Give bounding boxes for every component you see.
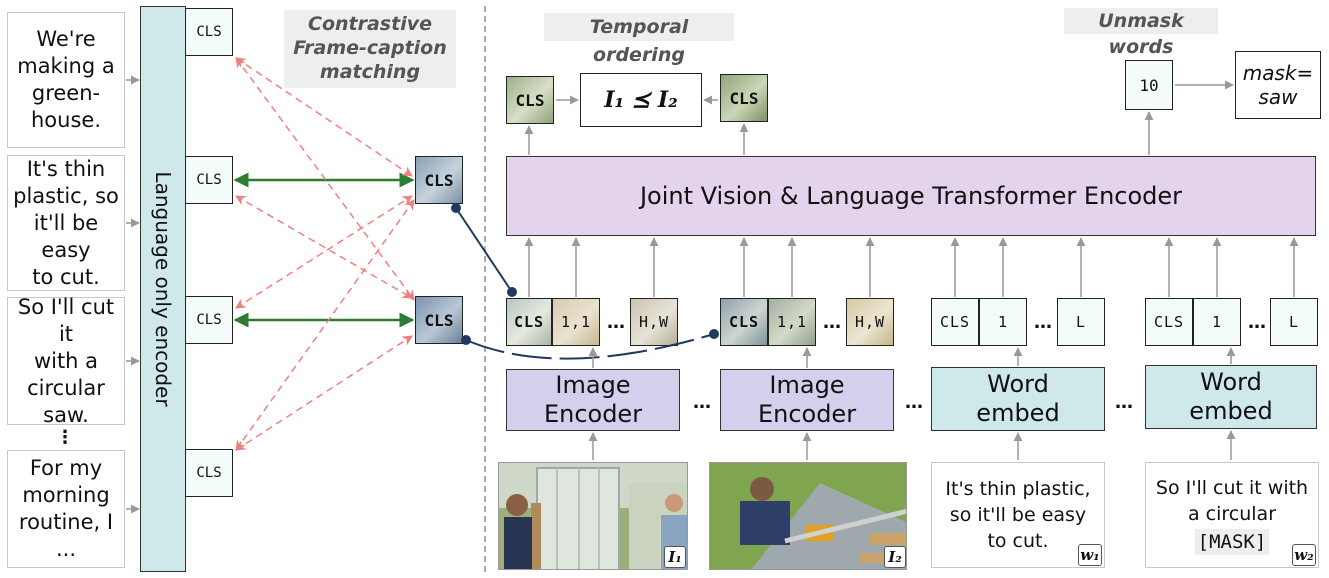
txt1-token-cls: CLS (931, 298, 979, 346)
negative-arrow-6 (235, 335, 413, 451)
bottom-caption-2: So I'll cut it with a circular [MASK] (1145, 462, 1319, 568)
word-embed-2: Word embed (1145, 365, 1317, 429)
language-only-encoder: Language only encoder (140, 6, 186, 572)
unmask-number: 10 (1125, 60, 1173, 110)
img1-token-cls: CLS (506, 298, 552, 346)
lang-cls-3: CLS (185, 296, 233, 344)
txt2-token-cls: CLS (1145, 298, 1193, 346)
negative-arrow-4 (235, 195, 413, 309)
temporal-cls-1: CLS (506, 76, 554, 124)
negative-arrow-3 (235, 195, 413, 299)
connector-1-dot-b (507, 287, 517, 297)
caption-input-arrows (126, 75, 140, 514)
image-encoder-1: Image Encoder (506, 369, 680, 431)
connector-2-dot-b (709, 329, 719, 339)
connector-1 (455, 207, 513, 293)
txt2-token-ellipsis: … (1248, 311, 1266, 333)
encoder-ellipsis-1: … (693, 391, 711, 413)
frame-image-1 (498, 462, 688, 570)
txt1-token-first: 1 (979, 298, 1027, 346)
mask-token: [MASK] (1194, 529, 1270, 555)
encoder-ellipsis-2: … (905, 391, 923, 413)
connector-2-dot-a (461, 335, 471, 345)
caption-3: So I'll cut it with a circular saw. (7, 295, 125, 427)
img2-token-cls: CLS (720, 298, 768, 346)
txt2-token-first: 1 (1193, 298, 1241, 346)
frame-cls-2: CLS (415, 296, 463, 344)
joint-transformer-encoder: Joint Vision & Language Transformer Enco… (506, 156, 1316, 236)
img1-token-ellipsis: … (607, 311, 625, 333)
negative-arrow-1 (235, 57, 413, 177)
badge-i2: I₂ (884, 546, 906, 568)
txt1-token-ellipsis: … (1034, 311, 1052, 333)
badge-i1: I₁ (664, 546, 686, 568)
word-embed-1: Word embed (931, 367, 1105, 431)
temporal-cls-2: CLS (720, 74, 768, 122)
lang-cls-4: CLS (185, 449, 233, 497)
temporal-title: Temporal ordering (544, 13, 734, 66)
connector-1-dot-a (451, 203, 461, 213)
unmask-result: mask= saw (1235, 51, 1321, 119)
bottom-caption-1: It's thin plastic, so it'll be easy to c… (931, 462, 1105, 568)
flow-arrows (524, 80, 1299, 460)
joint-encoder-label: Joint Vision & Language Transformer Enco… (639, 182, 1183, 210)
img1-token-last: H,W (630, 298, 678, 346)
unmask-title: Unmask words (1064, 8, 1218, 58)
negative-pair-arrows (235, 57, 415, 451)
txt1-token-last: L (1057, 298, 1105, 346)
connector-2 (465, 333, 715, 360)
badge-w2: w₂ (1292, 544, 1316, 566)
badge-w1: w₁ (1078, 544, 1102, 566)
txt2-token-last: L (1270, 298, 1318, 346)
negative-arrow-2 (235, 57, 415, 301)
frame-cls-1: CLS (415, 156, 463, 204)
frame-cls-connectors (451, 203, 719, 360)
image-encoder-2: Image Encoder (720, 369, 894, 431)
temporal-formula-text: I₁ ⪯ I₂ (604, 87, 678, 113)
lang-cls-1: CLS (185, 8, 233, 56)
bottom-caption-2-text: So I'll cut it with a circular (1155, 477, 1309, 525)
lang-cls-2: CLS (185, 156, 233, 204)
frame-image-2 (709, 462, 907, 570)
encoder-ellipsis-3: … (1115, 391, 1133, 413)
img1-token-first: 1,1 (552, 298, 600, 346)
caption-4: For my morning routine, I ... (7, 450, 125, 568)
caption-1: We're making a green- house. (7, 12, 125, 148)
negative-arrow-5 (235, 199, 415, 451)
img2-token-last: H,W (846, 298, 894, 346)
caption-2: It's thin plastic, so it'll be easy to c… (7, 155, 125, 291)
img2-token-ellipsis: … (823, 311, 841, 333)
img2-token-first: 1,1 (768, 298, 816, 346)
frame-image-1-graphic (499, 463, 687, 569)
section-divider (484, 6, 486, 572)
vertical-ellipsis: ⋮ (56, 427, 74, 448)
temporal-formula: I₁ ⪯ I₂ (580, 73, 702, 127)
frame-image-2-graphic (710, 463, 906, 569)
